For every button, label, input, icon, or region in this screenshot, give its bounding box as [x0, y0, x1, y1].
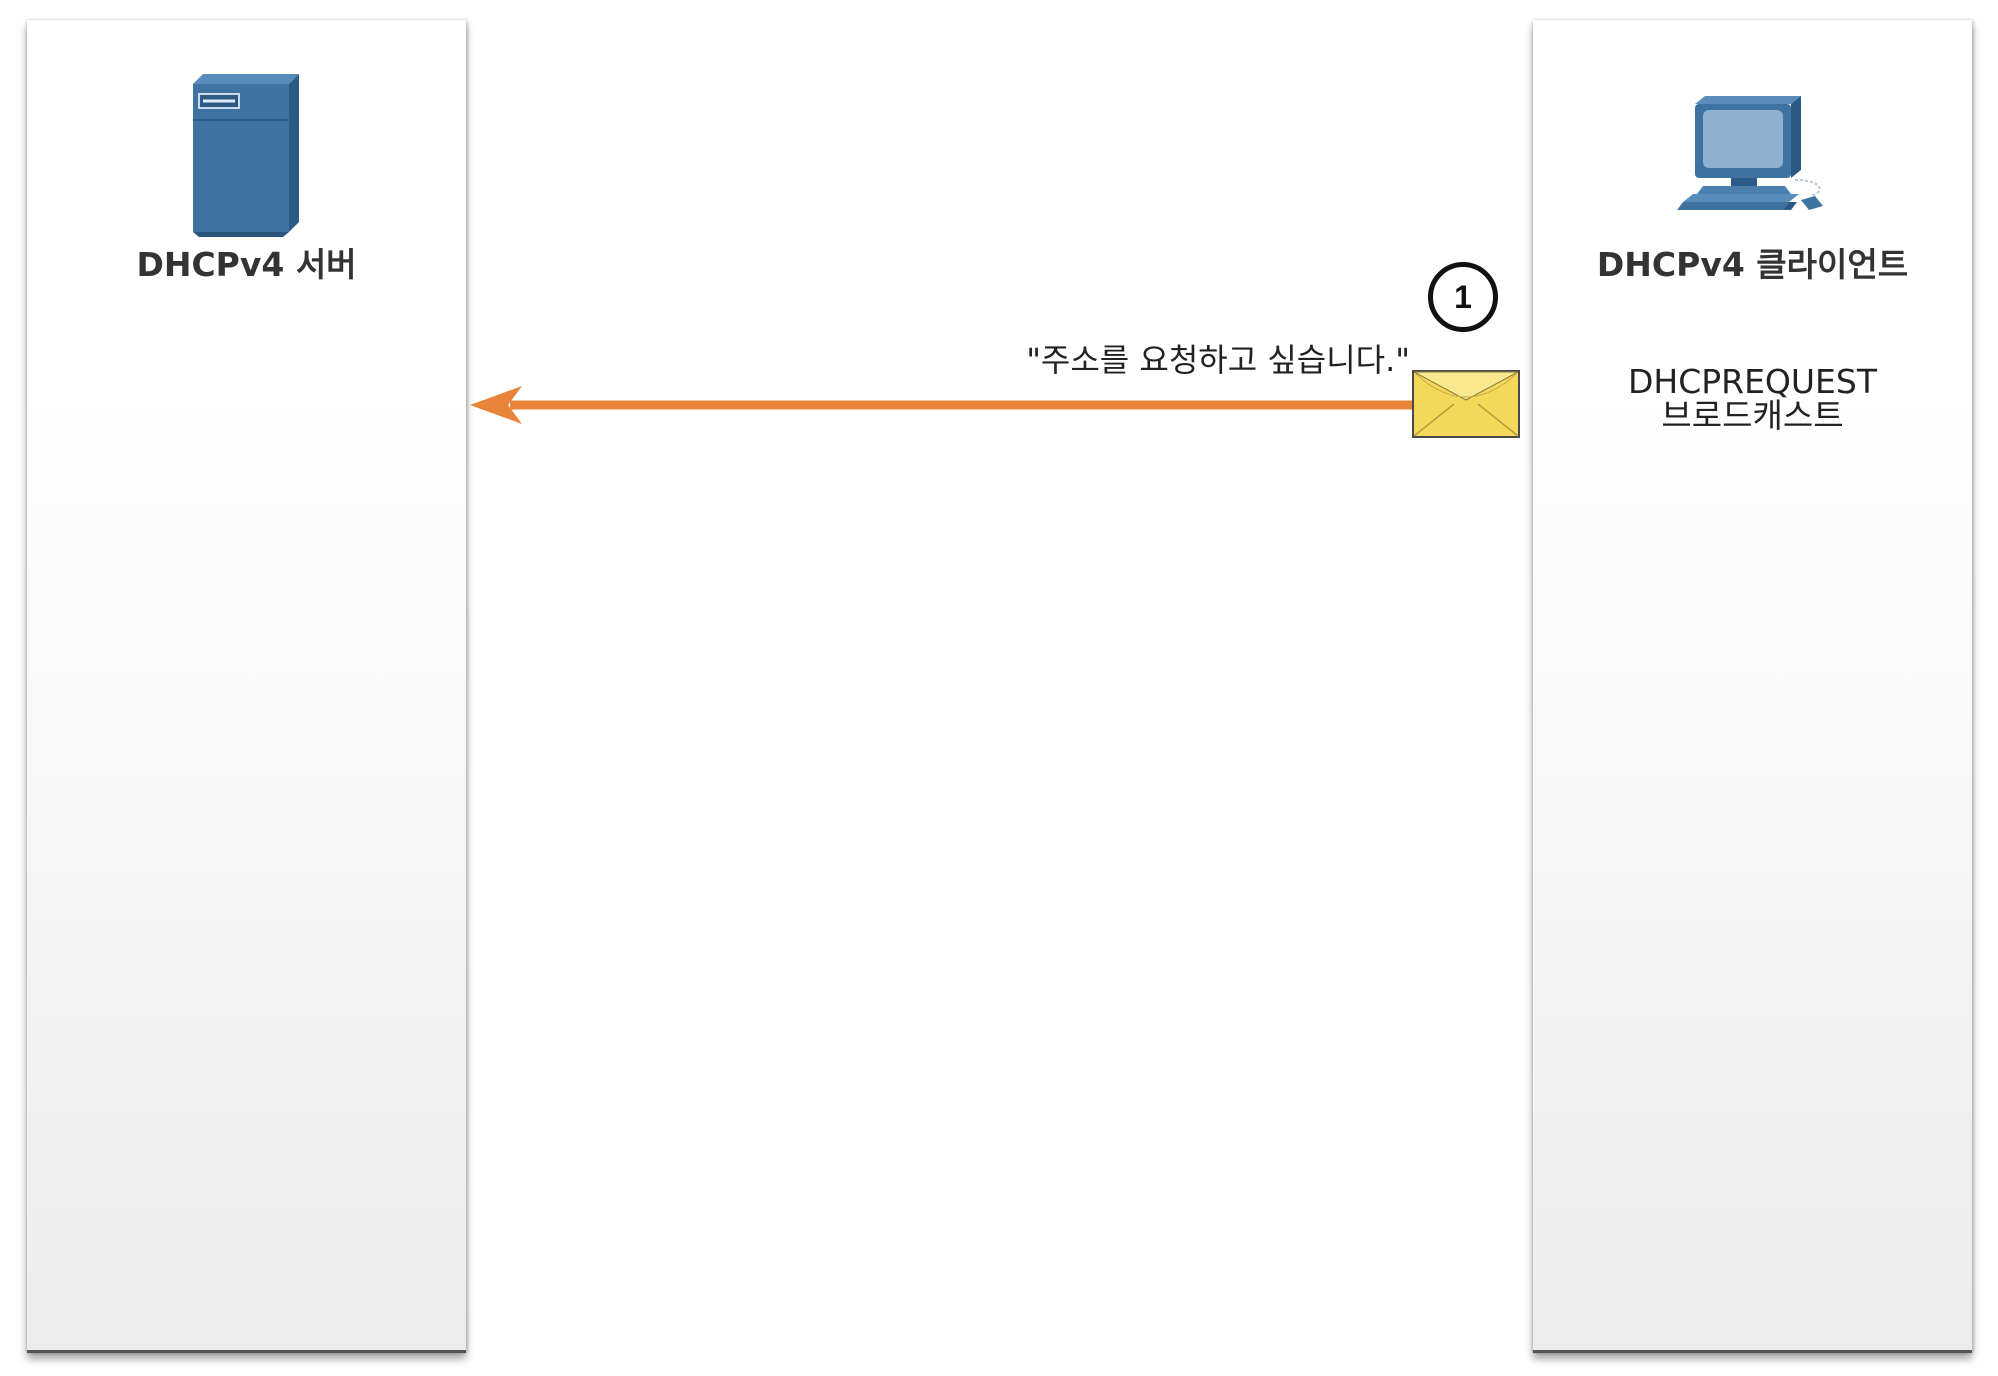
desktop-computer-icon: [1677, 96, 1823, 210]
client-label: DHCPv4 클라이언트: [1596, 245, 1909, 284]
server-label: DHCPv4 서버: [136, 245, 357, 284]
message-type-label: DHCPREQUEST 브로드캐스트: [1533, 365, 1972, 433]
client-panel: DHCPv4 클라이언트 DHCPREQUEST 브로드캐스트: [1533, 20, 1972, 1353]
message-type-mode: 브로드캐스트: [1661, 396, 1844, 435]
arrowhead-left-icon: [470, 386, 522, 424]
message-type-name: DHCPREQUEST: [1627, 362, 1878, 401]
step-number-badge: 1: [1428, 262, 1498, 332]
envelope-icon: [1412, 370, 1520, 438]
message-text: "주소를 요청하고 싶습니다.": [1026, 341, 1410, 379]
server-tower-icon: [193, 74, 299, 237]
server-panel: DHCPv4 서버: [27, 20, 466, 1353]
message-arrow: [470, 386, 1430, 424]
